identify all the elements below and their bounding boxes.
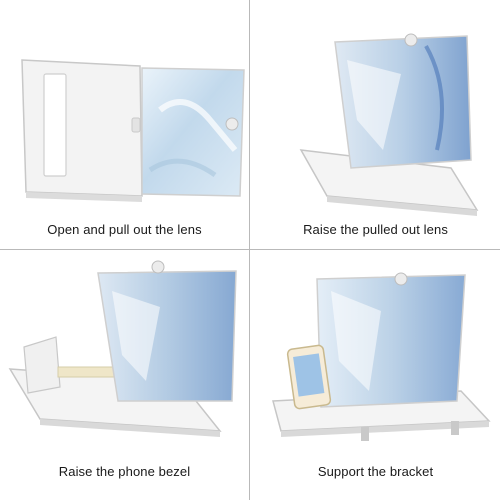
step-open-illustration bbox=[21, 59, 245, 202]
step-open-panel: Open and pull out the lens bbox=[0, 0, 249, 249]
vertical-divider bbox=[249, 0, 250, 500]
step-open-caption: Open and pull out the lens bbox=[47, 222, 202, 237]
step-raise-lens-caption: Raise the pulled out lens bbox=[303, 222, 448, 237]
step-raise-bezel-caption: Raise the phone bezel bbox=[58, 464, 191, 479]
step-support-bracket-caption: Support the bracket bbox=[317, 464, 434, 479]
step-support-bracket-illustration bbox=[272, 272, 491, 441]
step-raise-bezel-illustration bbox=[8, 260, 237, 437]
step-raise-lens-illustration bbox=[299, 33, 479, 216]
horizontal-divider bbox=[0, 249, 500, 250]
step-support-bracket-panel: Support the bracket bbox=[251, 251, 500, 500]
step-raise-bezel-panel: Raise the phone bezel bbox=[0, 251, 249, 500]
step-raise-lens-panel: Raise the pulled out lens bbox=[251, 0, 500, 249]
